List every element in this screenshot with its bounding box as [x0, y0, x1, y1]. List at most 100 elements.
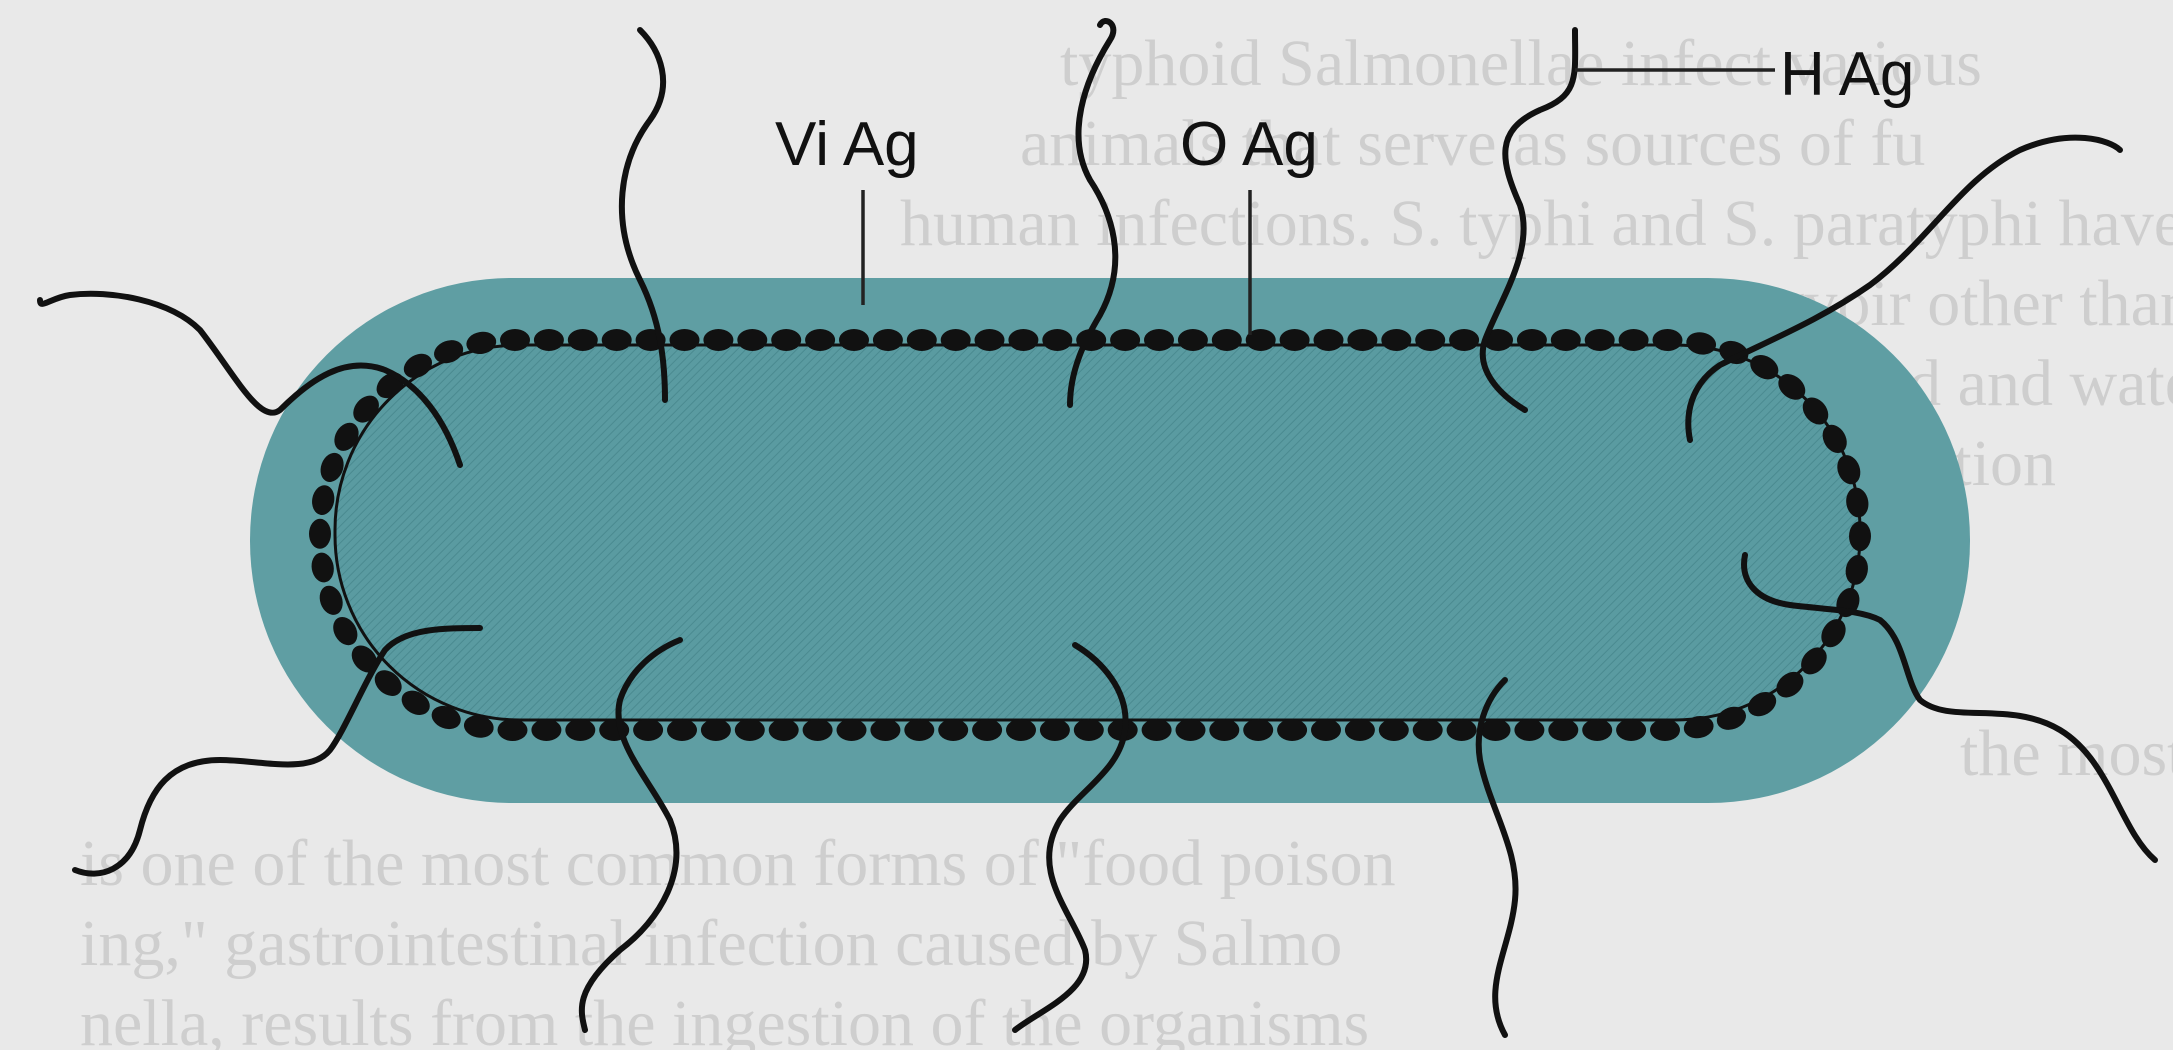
o-antigen-dot [872, 329, 903, 351]
o-antigen-dot [1747, 691, 1777, 717]
o-antigen-dot [1650, 719, 1680, 741]
o-antigen-dot [601, 329, 632, 351]
o-antigen-dot [700, 719, 731, 741]
o-antigen-dot [1243, 719, 1274, 741]
bg-text-line: typhoid Salmonellae infect various [1060, 27, 1982, 100]
o-antigen-dot [311, 552, 334, 583]
o-antigen-dot [463, 715, 494, 738]
o-antigen-dot [403, 353, 433, 379]
o-antigen-dot [1480, 719, 1511, 741]
o-antigen-dot [308, 518, 332, 549]
o-antigen-dot [1446, 719, 1477, 741]
o-antigen-dot [771, 329, 802, 351]
o-antigen-dot [1110, 329, 1141, 351]
o-antigen-dot [1822, 424, 1847, 454]
o-antigen-dot [1381, 329, 1412, 351]
flagellum [1012, 642, 1129, 1033]
o-antigen-dot [1483, 329, 1513, 351]
o-antigen-dot [320, 452, 344, 482]
o-antigen-dot [1175, 719, 1206, 741]
o-antigen-dot [1245, 329, 1276, 351]
o-antigen-dot [500, 329, 530, 351]
o-antigen-dot [1209, 719, 1240, 741]
o-antigen-dot [737, 329, 768, 351]
o-antigen-dot [667, 719, 697, 741]
o-antigen-dot [1778, 374, 1806, 400]
o-antigen-dot [734, 719, 765, 741]
flagella-group [37, 18, 2158, 1038]
o-antigen-dot [1618, 329, 1649, 351]
o-antigen-dot [333, 616, 358, 646]
h-ag-label: H Ag [1780, 40, 1914, 109]
o-antigen-dot [312, 485, 335, 515]
o-antigen-dot [1652, 328, 1683, 352]
flagellum [1475, 677, 1519, 1038]
o-antigen-dot [1516, 329, 1547, 351]
o-antigen-dot [1344, 719, 1375, 741]
bg-text-line: human infections. S. typhi and S. paraty… [900, 187, 2173, 260]
o-antigen-dot [974, 329, 1005, 351]
o-antigen-dot [1311, 719, 1341, 741]
o-antigen-dot [703, 329, 734, 351]
o-antigen-dot [1821, 619, 1846, 648]
o-antigen-dot [1776, 671, 1804, 698]
flagellum [578, 637, 683, 1033]
o-antigen-dot [431, 705, 461, 730]
o-antigen-dot [972, 719, 1003, 741]
o-antigen-dot [906, 329, 937, 351]
o-antigen-dot [1846, 487, 1869, 518]
flagellum [37, 290, 463, 468]
o-antigen-dot [1548, 719, 1579, 741]
o-antigen-dot [401, 690, 430, 715]
o-antigen-dot [1039, 719, 1070, 741]
o-antigen-dot [1141, 719, 1172, 741]
o-antigen-dot [1550, 329, 1581, 351]
flagellum [1741, 552, 2158, 863]
o-ag-label: O Ag [1180, 110, 1318, 179]
flagellum [1479, 27, 1579, 413]
bg-text-line: nella, results from the ingestion of the… [80, 987, 1369, 1050]
o-antigen-dot [1211, 329, 1242, 351]
o-antigen-dot [1802, 397, 1829, 425]
flagellum [72, 625, 483, 877]
o-antigen-dot [836, 719, 867, 741]
o-antigen-dot [1584, 329, 1615, 351]
o-antigen-dot-ring [308, 328, 1872, 742]
o-antigen-dot [839, 329, 869, 351]
o-antigen-dot [353, 395, 379, 423]
o-antigen-dot [1616, 719, 1647, 741]
o-antigen-dot [1042, 329, 1073, 351]
o-antigen-dot [1313, 329, 1344, 351]
bg-text-line: ing," gastrointestinal infection caused … [80, 907, 1342, 980]
o-antigen-dot [870, 719, 901, 741]
o-antigen-dot [533, 329, 564, 351]
o-antigen-dot [466, 331, 497, 355]
o-antigen-dot [1716, 706, 1746, 730]
flagellum [618, 27, 668, 403]
o-antigen-dot [1449, 329, 1480, 351]
o-antigen-dot [1277, 719, 1308, 741]
o-antigen-dot [1582, 719, 1613, 741]
o-antigen-dot [1347, 329, 1378, 351]
o-antigen-dot [669, 329, 700, 351]
o-antigen-dot [802, 719, 833, 741]
flagellum [1685, 134, 2123, 443]
o-antigen-dot [1008, 329, 1039, 351]
o-antigen-dot [319, 585, 343, 615]
o-antigen-dot [938, 719, 969, 741]
o-antigen-dot [1801, 647, 1827, 675]
o-antigen-dot [434, 340, 464, 364]
o-antigen-dot [334, 422, 359, 451]
o-antigen-dot [1006, 719, 1036, 741]
o-antigen-dot [1514, 719, 1545, 741]
o-antigen-dot [351, 645, 378, 673]
o-antigen-dot [1378, 719, 1409, 741]
o-antigen-dot [1683, 715, 1714, 739]
o-antigen-dot [1415, 329, 1446, 351]
o-antigen-dot [1845, 555, 1868, 585]
o-antigen-dot [1719, 340, 1749, 365]
o-antigen-dot [1412, 719, 1443, 741]
o-antigen-dot [567, 329, 598, 351]
